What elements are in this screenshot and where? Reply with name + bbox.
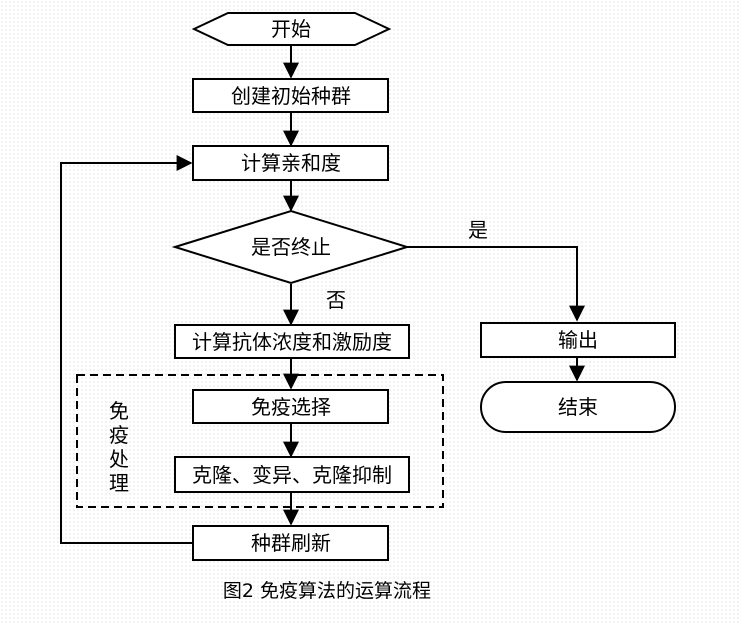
- group-label-char-4: 理: [109, 471, 129, 495]
- immune-processing-group: [76, 374, 444, 508]
- group-label-char-1: 免: [109, 399, 129, 423]
- immune-selection-node: [192, 389, 389, 424]
- edge-label-no: 否: [326, 288, 346, 312]
- edge-label-yes: 是: [468, 218, 488, 242]
- group-label-char-3: 处: [109, 447, 129, 471]
- output-label: 输出: [558, 328, 598, 352]
- end-label: 结束: [558, 395, 598, 419]
- start-node: [191, 12, 392, 46]
- figure-caption: 图2 免疫算法的运算流程: [223, 580, 431, 602]
- clone-mutation-node: [174, 456, 410, 493]
- end-node: [480, 381, 676, 433]
- init-population-label: 创建初始种群: [231, 84, 351, 108]
- start-label: 开始: [271, 17, 311, 41]
- edge-refresh-loop-to-affinity: [60, 155, 193, 544]
- terminate-decision-node: [171, 209, 411, 285]
- output-node: [480, 322, 676, 358]
- clone-mutation-label: 克隆、变异、克隆抑制: [192, 463, 392, 487]
- group-label-char-2: 疫: [109, 423, 129, 447]
- concentration-node: [174, 324, 410, 359]
- init-population-node: [192, 78, 389, 113]
- edge-decision-yes-to-output: [407, 246, 585, 322]
- affinity-label: 计算亲和度: [241, 151, 341, 175]
- concentration-label: 计算抗体浓度和激励度: [192, 330, 392, 354]
- population-refresh-label: 种群刷新: [251, 531, 331, 555]
- terminate-decision-label: 是否终止: [251, 235, 331, 259]
- population-refresh-node: [192, 525, 389, 561]
- affinity-node: [192, 145, 389, 181]
- immune-selection-label: 免疫选择: [251, 395, 331, 419]
